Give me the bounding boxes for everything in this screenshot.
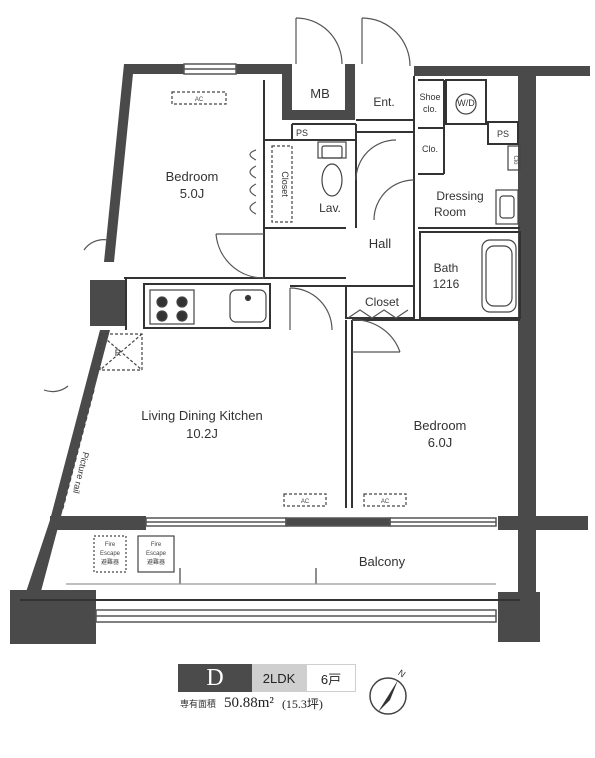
area-tsubo: (15.3坪)	[281, 696, 323, 711]
lav-label: Lav.	[319, 201, 341, 215]
ent-label: Ent.	[373, 95, 394, 109]
area-row: 専有面積 50.88m² (15.3坪)	[178, 692, 356, 714]
dressing-label-line1: Dressing	[436, 189, 483, 203]
bath-label-line1: Bath	[434, 261, 459, 275]
compass-needle-icon	[378, 680, 398, 712]
clo2-label: Clo	[512, 155, 518, 165]
windows	[95, 63, 497, 623]
ac-label-bedroom2: AC	[381, 499, 390, 505]
exterior-walls	[10, 64, 590, 644]
balcony-label: Balcony	[359, 554, 406, 569]
unit-info-box: D 2LDK 6戸 専有面積 50.88m² (15.3坪)	[178, 664, 356, 714]
north-arrow-compass: N	[369, 668, 407, 715]
ac-label-ldk: AC	[301, 499, 310, 505]
ldk-name: Living Dining Kitchen	[141, 408, 262, 423]
area-label: 専有面積	[180, 698, 217, 709]
fire-escape-1-line1: Fire	[105, 542, 116, 548]
fire-escape-2-line3: 避難器	[147, 558, 165, 566]
bedroom1-name: Bedroom	[166, 169, 219, 184]
closet-label: Closet	[365, 295, 400, 309]
compass-north-label: N	[396, 668, 407, 680]
shoe-closet-label-line2: clo.	[423, 104, 437, 114]
fire-escape-2-line2: Escape	[146, 551, 167, 557]
ps-label-left: PS	[296, 128, 308, 138]
interior-walls	[20, 76, 521, 601]
bedroom2-name: Bedroom	[414, 418, 467, 433]
closet-vertical-label: Closet	[280, 171, 290, 197]
dressing-label-line2: Room	[434, 205, 466, 219]
ps-label-right: PS	[497, 129, 509, 139]
area-value: 50.88m²	[224, 694, 274, 711]
doors	[43, 17, 415, 393]
room-labels: Bedroom 5.0J Bedroom 6.0J Living Dining …	[71, 86, 518, 569]
mb-label: MB	[310, 86, 330, 101]
fire-escape-1-line2: Escape	[100, 551, 121, 557]
fire-escape-2-line1: Fire	[151, 542, 162, 548]
unit-count: 6戸	[306, 664, 356, 692]
ac-label-bedroom1: AC	[195, 97, 204, 103]
bedroom2-size: 6.0J	[428, 435, 453, 450]
unit-layout: 2LDK	[252, 664, 306, 692]
clo-label: Clo.	[422, 144, 438, 154]
hall-label: Hall	[369, 236, 392, 251]
bath-label-line2: 1216	[433, 277, 460, 291]
unit-type: D	[178, 664, 252, 692]
shoe-closet-label-line1: Shoe	[419, 92, 440, 102]
fixtures	[61, 91, 521, 585]
refrigerator-label: R	[115, 348, 122, 358]
fire-escape-1-line3: 避難器	[101, 558, 119, 566]
ldk-size: 10.2J	[186, 426, 218, 441]
wd-label: W/D	[457, 98, 475, 108]
bedroom1-size: 5.0J	[180, 186, 205, 201]
